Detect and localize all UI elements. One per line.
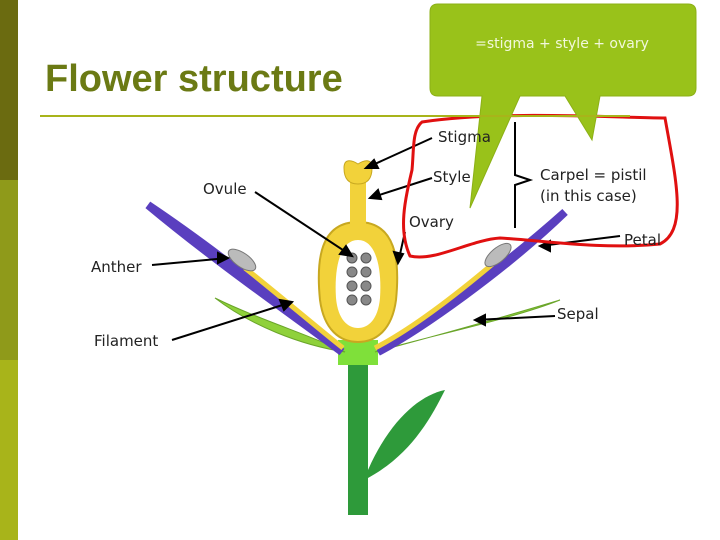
label-anther: Anther: [91, 258, 142, 276]
label-sepal: Sepal: [557, 305, 599, 323]
label-petal: Petal: [624, 231, 661, 249]
callout-text: =stigma + style + ovary: [475, 36, 649, 52]
sidebar-band-top: [0, 0, 18, 180]
petal-right: [375, 209, 568, 356]
label-filament: Filament: [94, 332, 159, 350]
anther-left: [227, 248, 257, 272]
leaf: [368, 390, 445, 478]
style: [350, 178, 366, 230]
page-title: Flower structure: [45, 58, 343, 100]
stigma: [343, 160, 373, 185]
stem: [348, 355, 368, 515]
label-carpel: Carpel = pistil: [540, 166, 647, 184]
callout-bubble: [429, 3, 697, 209]
ovules: [346, 252, 372, 306]
pointer-arrows: [151, 137, 621, 341]
carpel-highlight: [402, 113, 679, 259]
carpel-bracket: [514, 122, 534, 228]
label-carpel-note: (in this case): [540, 187, 637, 205]
sidebar-band-middle: [0, 180, 18, 360]
label-ovule: Ovule: [203, 180, 247, 198]
petal-left: [145, 201, 345, 356]
sepal-right: [374, 299, 561, 353]
label-ovary: Ovary: [409, 213, 454, 231]
title-underline: [40, 115, 630, 117]
sepal-left: [214, 297, 346, 353]
receptacle: [338, 340, 378, 365]
label-stigma: Stigma: [438, 128, 491, 146]
filament-right: [373, 260, 497, 351]
filament-left: [243, 266, 345, 350]
label-style: Style: [433, 168, 471, 186]
anther-right: [484, 242, 512, 268]
sidebar-band-bottom: [0, 360, 18, 540]
